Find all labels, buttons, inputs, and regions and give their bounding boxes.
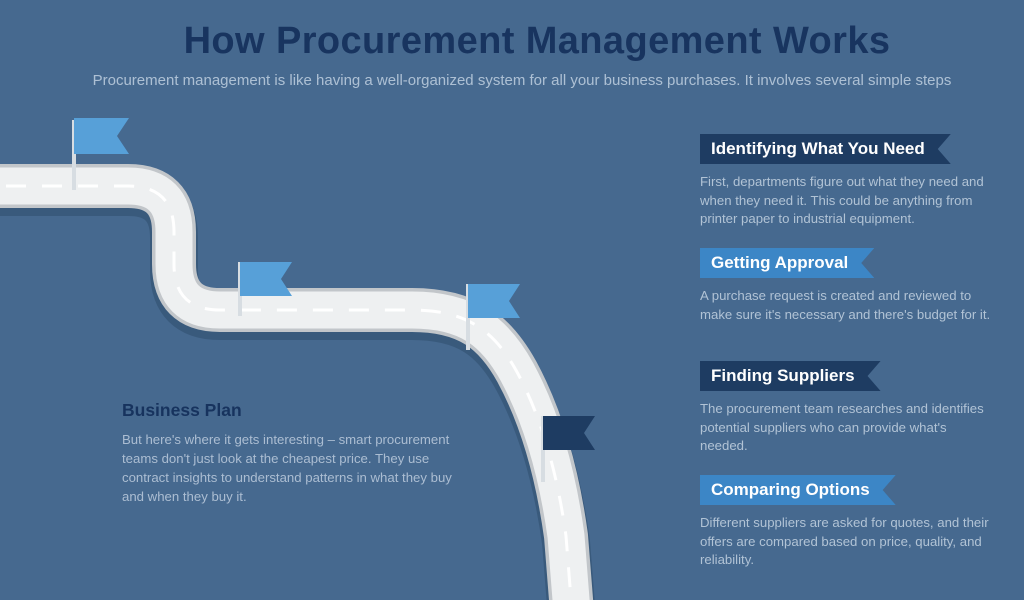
step-banner: Finding Suppliers bbox=[700, 361, 881, 391]
step-body: First, departments figure out what they … bbox=[700, 174, 984, 227]
milestone-flag-1-icon bbox=[74, 118, 129, 154]
business-plan-callout: Business Plan But here's where it gets i… bbox=[122, 400, 457, 507]
step-body: The procurement team researches and iden… bbox=[700, 401, 984, 454]
step-banner: Identifying What You Need bbox=[700, 134, 951, 164]
callout-body: But here's where it gets interesting – s… bbox=[122, 432, 452, 505]
page-subtitle: Procurement management is like having a … bbox=[92, 72, 952, 89]
step-body: A purchase request is created and review… bbox=[700, 288, 991, 322]
step-section-approval: Getting Approval A purchase request is c… bbox=[700, 248, 1005, 324]
milestone-flag-2-icon bbox=[240, 262, 292, 296]
step-section-identifying: Identifying What You Need First, departm… bbox=[700, 134, 1005, 229]
step-banner: Getting Approval bbox=[700, 248, 874, 278]
milestone-flag-3-icon bbox=[468, 284, 520, 318]
road-border bbox=[0, 164, 594, 600]
step-body: Different suppliers are asked for quotes… bbox=[700, 515, 989, 568]
step-section-suppliers: Finding Suppliers The procurement team r… bbox=[700, 361, 1005, 456]
step-banner: Comparing Options bbox=[700, 475, 896, 505]
callout-title: Business Plan bbox=[122, 400, 242, 420]
road-centerline bbox=[0, 184, 573, 600]
step-section-comparing: Comparing Options Different suppliers ar… bbox=[700, 475, 1005, 570]
road-surface bbox=[0, 167, 590, 600]
step-title: Comparing Options bbox=[711, 480, 870, 499]
step-title: Identifying What You Need bbox=[711, 139, 925, 158]
page-title: How Procurement Management Works bbox=[183, 20, 891, 62]
step-title: Getting Approval bbox=[711, 253, 849, 272]
step-title: Finding Suppliers bbox=[711, 366, 855, 385]
road-shadow bbox=[0, 168, 595, 600]
milestone-flag-4-icon bbox=[543, 416, 595, 450]
